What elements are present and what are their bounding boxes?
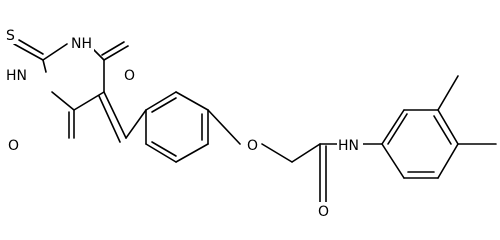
structure-canvas: S NH HN O O O HN O xyxy=(5,26,497,220)
bond-dm6-dm1 xyxy=(381,143,405,179)
ether-oxygen-label: O xyxy=(247,138,258,154)
bond-ch2-co xyxy=(291,143,321,163)
bond-c2-s xyxy=(13,43,44,61)
bond-c6-n1 xyxy=(51,91,75,111)
bond-dm4-dm5 xyxy=(437,143,459,179)
amide-oxygen-label: O xyxy=(318,204,329,220)
bond-c4-o xyxy=(103,45,129,61)
ring-nh-top-label: NH xyxy=(71,36,92,52)
molecule-drawing: S NH HN O O O HN O xyxy=(5,26,497,220)
bond-c5-ch xyxy=(103,91,127,139)
bond-c4-o-double xyxy=(101,41,125,56)
atom-labels: S NH HN O O O HN O xyxy=(5,26,363,220)
bond-ar5-ar6-inner xyxy=(151,141,177,157)
bond-ar5-ar6 xyxy=(145,143,177,163)
carbonyl-oxygen-right-label: O xyxy=(124,68,135,84)
bond-n1-c2 xyxy=(42,59,47,73)
bonds xyxy=(13,39,497,206)
amide-nh-label: HN xyxy=(338,138,359,154)
bond-dm3-dm4-inner xyxy=(433,115,452,145)
thione-sulfur-label: S xyxy=(6,28,15,44)
bond-methyl-meta xyxy=(437,75,459,111)
bond-dm1-dm2-inner xyxy=(387,113,408,145)
bond-dm1-dm2 xyxy=(381,109,405,145)
bond-o-ch2 xyxy=(261,143,293,163)
bond-c2-n3 xyxy=(42,43,68,61)
bond-c5-ch-double xyxy=(98,95,121,143)
bond-c2-s-double xyxy=(18,39,44,55)
ring-nh-left-label: HN xyxy=(6,68,27,84)
bond-ar4-ar5 xyxy=(175,143,209,163)
bond-c5-c6 xyxy=(73,91,105,111)
bond-ar1-ar2 xyxy=(145,91,177,111)
bond-ch-ar xyxy=(125,109,147,139)
bond-dm3-dm4 xyxy=(437,109,459,145)
bond-ar2-ar3 xyxy=(175,91,209,111)
carbonyl-oxygen-left-label: O xyxy=(8,138,19,154)
bond-ar-o xyxy=(207,109,241,145)
bond-ar1-ar2-inner xyxy=(151,97,177,113)
